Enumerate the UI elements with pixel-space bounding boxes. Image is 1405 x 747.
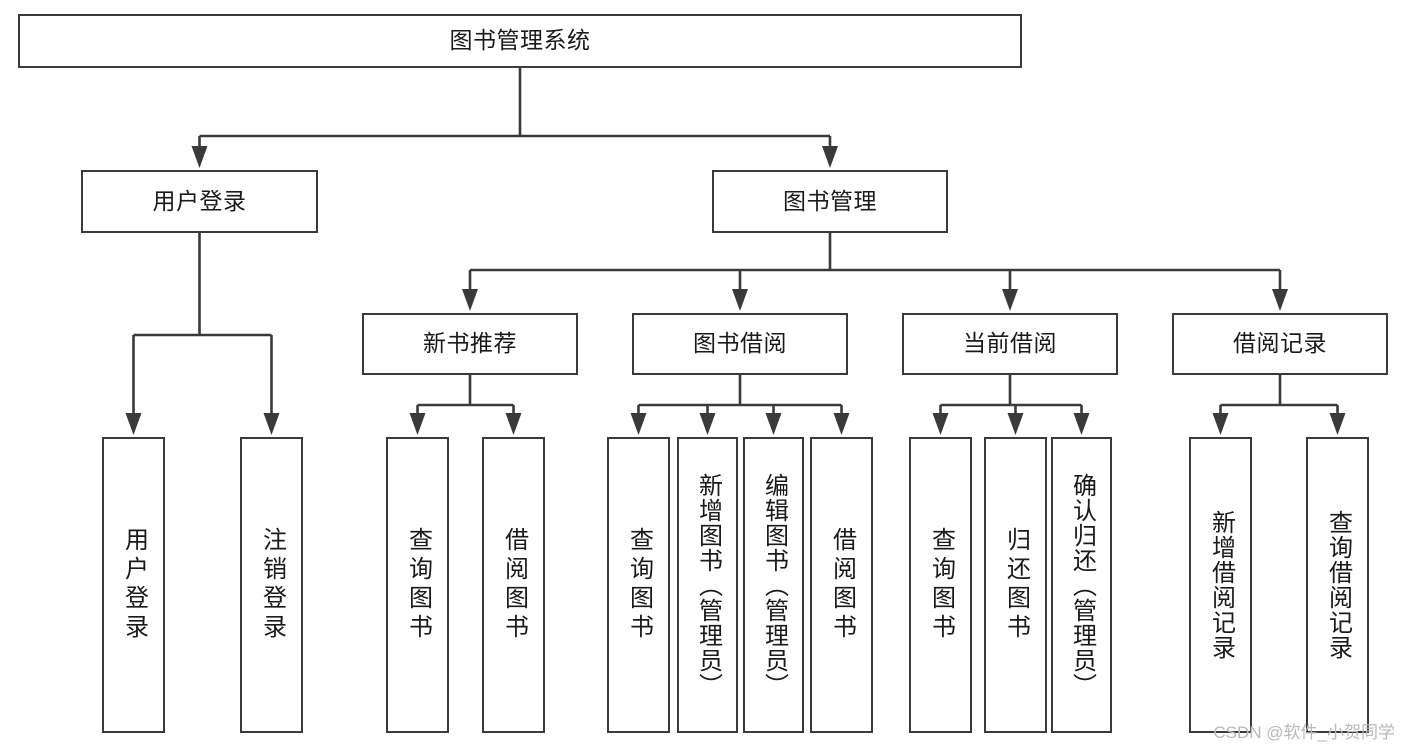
edge-book-manage-to-current-borrow-arrowhead: [1002, 289, 1018, 311]
node-label-leaf-rec-query: 查询图书: [404, 527, 432, 643]
node-label-user-login: 用户登录: [152, 187, 247, 214]
edge-current-borrow-to-query-arrowhead: [932, 413, 949, 435]
node-label-new-book-rec: 新书推荐: [423, 330, 517, 357]
edge-user-login-to-logout-arrowhead: [263, 413, 280, 435]
edge-root-to-user-login-arrowhead: [191, 146, 208, 168]
node-borrow-record[interactable]: 借阅记录: [1172, 313, 1388, 375]
edge-current-borrow-to-return-arrowhead: [1007, 413, 1024, 435]
node-label-leaf-user-logout: 注销登录: [258, 527, 286, 643]
node-book-borrow[interactable]: 图书借阅: [632, 313, 848, 375]
node-leaf-cur-return[interactable]: 归还图书: [984, 437, 1047, 733]
node-leaf-rec-add[interactable]: 新增借阅记录: [1189, 437, 1252, 733]
node-label-leaf-book-add: 新增图书（管理员）: [694, 472, 722, 698]
edge-book-manage-to-new-book-rec-arrowhead: [462, 289, 478, 311]
edge-new-book-rec-to-query-arrowhead: [409, 413, 426, 435]
node-label-leaf-rec-borrow: 借阅图书: [500, 527, 528, 643]
edge-book-borrow-to-add-arrowhead: [699, 413, 716, 435]
node-leaf-user-login[interactable]: 用户登录: [102, 437, 165, 733]
node-label-leaf-book-borrow: 借阅图书: [828, 527, 856, 643]
node-current-borrow[interactable]: 当前借阅: [902, 313, 1118, 375]
node-new-book-rec[interactable]: 新书推荐: [362, 313, 578, 375]
node-label-leaf-book-edit: 编辑图书（管理员）: [760, 472, 788, 698]
node-book-manage[interactable]: 图书管理: [712, 170, 948, 233]
node-label-borrow-record: 借阅记录: [1233, 330, 1327, 357]
node-label-leaf-borrow-query: 查询图书: [625, 527, 653, 643]
node-label-book-borrow: 图书借阅: [693, 330, 787, 357]
node-label-book-manage: 图书管理: [783, 187, 877, 214]
node-leaf-rec-borrow[interactable]: 借阅图书: [482, 437, 545, 733]
edge-book-borrow-to-borrow-arrowhead: [833, 413, 850, 435]
edge-borrow-record-to-query-arrowhead: [1329, 413, 1346, 435]
edge-book-manage-to-borrow-record-arrowhead: [1272, 289, 1288, 311]
node-label-leaf-rec-add: 新增借阅记录: [1207, 510, 1235, 660]
node-leaf-cur-query[interactable]: 查询图书: [909, 437, 972, 733]
node-root[interactable]: 图书管理系统: [18, 14, 1022, 68]
node-leaf-rec-query-log[interactable]: 查询借阅记录: [1306, 437, 1369, 733]
node-label-leaf-rec-query-log: 查询借阅记录: [1324, 510, 1352, 660]
edge-book-borrow-to-query-arrowhead: [630, 413, 647, 435]
edge-root-to-book-manage-arrowhead: [822, 146, 838, 168]
node-leaf-cur-confirm[interactable]: 确认归还（管理员）: [1051, 437, 1112, 733]
node-leaf-user-logout[interactable]: 注销登录: [240, 437, 303, 733]
node-label-leaf-cur-return: 归还图书: [1002, 527, 1030, 643]
node-label-leaf-cur-confirm: 确认归还（管理员）: [1068, 472, 1096, 698]
node-leaf-book-borrow[interactable]: 借阅图书: [810, 437, 873, 733]
edge-current-borrow-to-confirm-arrowhead: [1073, 413, 1090, 435]
node-label-root: 图书管理系统: [449, 27, 591, 54]
edge-book-manage-to-book-borrow-arrowhead: [732, 289, 748, 311]
node-label-current-borrow: 当前借阅: [963, 330, 1057, 357]
node-label-leaf-user-login: 用户登录: [120, 527, 148, 643]
edge-user-login-to-login-arrowhead: [125, 413, 142, 435]
edge-book-borrow-to-edit-arrowhead: [765, 413, 782, 435]
edge-borrow-record-to-add-arrowhead: [1212, 413, 1229, 435]
node-label-leaf-cur-query: 查询图书: [927, 527, 955, 643]
node-leaf-book-edit[interactable]: 编辑图书（管理员）: [743, 437, 804, 733]
node-leaf-rec-query[interactable]: 查询图书: [386, 437, 449, 733]
node-leaf-borrow-query[interactable]: 查询图书: [607, 437, 670, 733]
edge-new-book-rec-to-borrow-arrowhead: [505, 413, 522, 435]
node-user-login[interactable]: 用户登录: [81, 170, 318, 233]
node-leaf-book-add[interactable]: 新增图书（管理员）: [677, 437, 738, 733]
watermark-text: CSDN @软件_小贺同学: [1213, 723, 1395, 742]
